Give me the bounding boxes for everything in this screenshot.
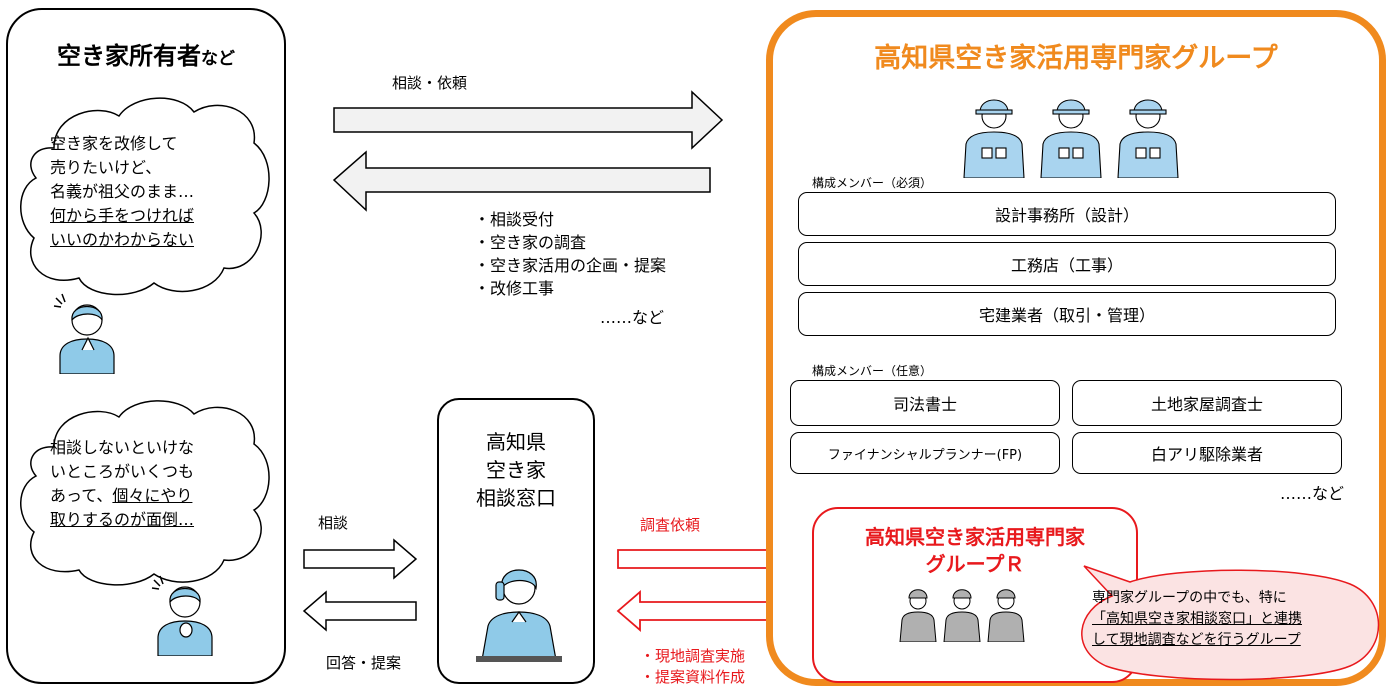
worried-person-icon (53, 293, 115, 374)
optional-member-termite: 白アリ駆除業者 (1072, 432, 1342, 474)
phone-operator-icon (476, 569, 562, 662)
cloud-2-line3-plain: あって、 (50, 486, 113, 505)
consult-label: 相談 (318, 514, 349, 532)
survey-request-label: 調査依頼 (640, 516, 701, 534)
owner-title: 空き家所有者など (57, 42, 235, 70)
group-r-box (812, 507, 1138, 683)
expert-group-title: 高知県空き家活用専門家グループ (874, 43, 1278, 74)
required-members-label: 構成メンバー（必須） (812, 176, 933, 190)
thought-cloud-2 (20, 400, 270, 586)
group-r-callout-balloon (1081, 565, 1380, 681)
workers-icon (963, 99, 1179, 178)
survey-results-list: ・現地調査実施 ・提案資料作成 (640, 647, 746, 686)
cloud-1-text: 空き家を改修して 売りたいけど、 名義が祖父のまま… 何から手をつければ いいの… (50, 134, 195, 249)
answer-arrow-left (302, 590, 417, 632)
optional-members-label: 構成メンバー（任意） (812, 364, 933, 378)
request-label: 相談・依頼 (392, 74, 468, 92)
troubled-person-icon (151, 575, 213, 656)
consultation-desk-title: 高知県 空き家 相談窓口 (476, 430, 556, 510)
optional-members-etc: ……など (1280, 484, 1345, 503)
group-r-callout-text: 専門家グループの中でも、特に 「高知県空き家相談窓口」と連携 して現地調査などを… (1092, 590, 1302, 648)
optional-member-fp: ファイナンシャルプランナー(FP) (790, 432, 1060, 474)
required-member-construction: 工務店（工事） (798, 242, 1336, 286)
cloud-2-line3-underlined: 個々にやり (112, 486, 193, 505)
services-list: ・相談受付 ・空き家の調査 ・空き家活用の企画・提案 ・改修工事 (474, 210, 667, 298)
group-r-title: 高知県空き家活用専門家 グループＲ (865, 525, 1085, 576)
group-r-workers-icon (899, 589, 1025, 642)
answer-label: 回答・提案 (326, 654, 402, 672)
required-member-realestate: 宅建業者（取引・管理） (798, 292, 1336, 336)
request-arrow-right (333, 90, 724, 150)
thought-cloud-1 (20, 97, 270, 296)
consult-arrow-right (303, 538, 418, 580)
optional-member-surveyor: 土地家屋調査士 (1072, 380, 1342, 426)
optional-member-scrivener: 司法書士 (790, 380, 1060, 426)
services-etc: ……など (600, 308, 665, 327)
cloud-2-text: 相談しないといけな いところがいくつも あって、個々にやり 取りするのが面倒… (50, 438, 195, 529)
required-member-design: 設計事務所（設計） (798, 192, 1336, 236)
service-arrow-left (332, 150, 711, 212)
